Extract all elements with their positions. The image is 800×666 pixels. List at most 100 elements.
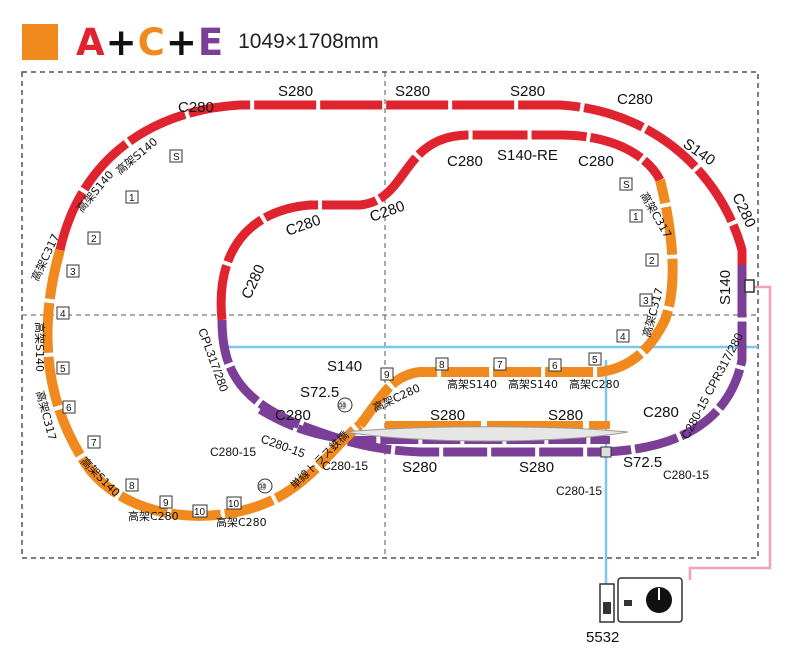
feeder-wire-blue xyxy=(222,345,758,590)
pier-step-label: 7 xyxy=(91,438,97,449)
plan-letter-a: A xyxy=(76,20,106,64)
label-e-c280-15-a: C280-15 xyxy=(210,445,256,459)
pier-step-box xyxy=(629,209,643,223)
label-outer-s140: S140 xyxy=(680,135,718,169)
label-elev-c280-bottom-2: 高架C280 xyxy=(216,515,267,529)
label-inner-c280-right: C280 xyxy=(578,153,614,170)
pier-step-box xyxy=(66,264,80,278)
label-c-s280-2: S280 xyxy=(548,407,583,424)
label-right-s140: S140 xyxy=(717,270,734,305)
pier-step-label: 9 xyxy=(163,498,169,509)
feeder-connector-right xyxy=(744,279,755,293)
label-outer-c280-corner: C280 xyxy=(728,191,759,231)
label-outer-c280-right: C280 xyxy=(617,91,653,108)
label-e-s72-5-right: S72.5 xyxy=(623,454,662,471)
pier-step-label: 6 xyxy=(66,403,72,414)
pier-step-box xyxy=(588,352,602,366)
controller-model-label: 5532 xyxy=(586,629,619,646)
pier-step-label: 4 xyxy=(60,309,66,320)
controller-plug-port xyxy=(603,602,611,614)
pier-step-label: 1 xyxy=(129,193,135,204)
label-e-c280-right: C280 xyxy=(643,404,679,421)
pier-step-label: 2 xyxy=(649,256,655,267)
pier-step-box xyxy=(548,358,562,372)
label-e-s72-5-left: S72.5 xyxy=(300,384,339,401)
pier-step-box xyxy=(87,435,101,449)
plan-c-elevated-right xyxy=(356,178,678,429)
plan-a-inner-track xyxy=(216,130,665,321)
label-elev-c280-right: 高架C280 xyxy=(569,377,620,391)
label-elev-c280-bottom-1: 高架C280 xyxy=(128,509,179,523)
pier-step-box xyxy=(435,357,449,371)
plan-color-swatch xyxy=(22,24,58,60)
pier-step-circle xyxy=(257,478,273,494)
pier-step-box xyxy=(226,496,242,510)
layout-dimensions: 1049×1708mm xyxy=(238,30,379,53)
pier-step-label: 3 xyxy=(70,267,76,278)
pier-step-label: 5 xyxy=(592,355,598,366)
label-e-s280-1: S280 xyxy=(402,459,437,476)
label-e-c280-15-right: C280-15 xyxy=(663,468,709,482)
pier-step-label: ⑩ xyxy=(338,401,347,412)
pier-step-markers-left: S 1 2 3 4 5 6 7 8 9 10 10 ⑩ xyxy=(56,149,273,518)
pier-step-box xyxy=(639,293,653,307)
label-elev-s140-right-1: 高架S140 xyxy=(447,377,497,391)
pier-step-label: 1 xyxy=(633,212,639,223)
plan-title: A+C+E xyxy=(76,21,224,64)
label-inner-c280-top: C280 xyxy=(447,153,483,170)
plan-e-siding-track xyxy=(257,406,610,444)
label-e-c280-left: C280 xyxy=(275,407,311,424)
pier-step-label: 5 xyxy=(60,364,66,375)
pier-step-label: 6 xyxy=(552,361,558,372)
pier-step-label: 7 xyxy=(497,360,503,371)
label-e-s280-2: S280 xyxy=(519,459,554,476)
label-e-c280-15-c: C280-15 xyxy=(322,459,368,473)
pier-step-label: 8 xyxy=(129,481,135,492)
pier-step-markers-right: S 1 2 3 4 5 6 7 8 9 ⑩ xyxy=(337,177,659,413)
pier-step-circle xyxy=(337,397,353,413)
label-elev-s140-4: 高架S140 xyxy=(78,454,123,499)
pier-step-label: 4 xyxy=(620,332,626,343)
pier-step-box xyxy=(125,190,139,204)
plan-plus-2: + xyxy=(165,20,198,64)
pier-step-label: 10 xyxy=(228,499,240,510)
pier-step-box xyxy=(192,504,208,518)
plan-letter-c: C xyxy=(137,20,166,64)
pier-step-box xyxy=(87,231,101,245)
plan-c-elevated-left xyxy=(42,248,364,521)
pier-step-label: 10 xyxy=(194,507,206,518)
label-outer-s280-3: S280 xyxy=(510,83,545,100)
label-elev-s140-right-2: 高架S140 xyxy=(508,377,558,391)
plan-plus-1: + xyxy=(105,20,138,64)
label-inner-s140-re: S140-RE xyxy=(497,147,558,164)
pier-step-label: S xyxy=(173,152,180,163)
label-outer-c280-left: C280 xyxy=(178,99,214,116)
feeder-connector-bottom xyxy=(600,446,612,458)
plan-a-outer-track xyxy=(55,100,747,265)
pier-step-box xyxy=(493,357,507,371)
label-e-c280-15-b: C280-15 xyxy=(259,432,307,461)
pier-step-box xyxy=(125,478,139,492)
label-e-c280-15-bottom: C280-15 xyxy=(556,484,602,498)
controller-switch xyxy=(624,600,632,606)
label-inner-c280-corner: C280 xyxy=(238,262,269,302)
pier-step-box xyxy=(619,177,633,191)
plan-e-lower-track xyxy=(217,290,747,457)
pier-step-box xyxy=(645,253,659,267)
pier-step-box xyxy=(56,306,70,320)
label-c-s280-1: S280 xyxy=(430,407,465,424)
pier-step-box xyxy=(169,149,183,163)
plan-header: A+C+E 1049×1708mm xyxy=(22,20,379,64)
pier-step-label: 2 xyxy=(91,234,97,245)
pier-step-box xyxy=(56,361,70,375)
label-inner-c280-left: C280 xyxy=(284,212,324,240)
plan-letter-e: E xyxy=(197,20,225,64)
label-outer-s280-1: S280 xyxy=(278,83,313,100)
label-elev-s140-3: 高架S140 xyxy=(33,322,47,372)
pier-step-box xyxy=(62,400,76,414)
pier-step-label: 9 xyxy=(384,370,390,381)
feeder-wire-pink xyxy=(688,285,772,580)
pier-step-label: S xyxy=(623,180,630,191)
pier-step-label: 3 xyxy=(643,296,649,307)
